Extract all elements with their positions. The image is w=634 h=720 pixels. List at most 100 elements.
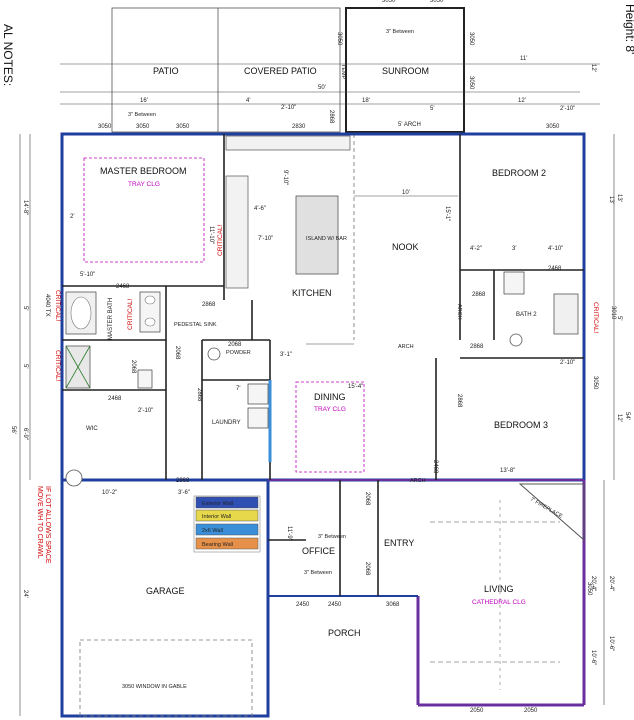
window-bed3-side: 3050 — [592, 376, 598, 390]
dim-2-10-wic: 2'-10" — [138, 408, 153, 414]
door-2868-bed3: 2868 — [456, 394, 462, 408]
arch-living: ARCH — [410, 478, 426, 484]
dim-2-10-top: 2'-10" — [281, 105, 296, 111]
window-master-1: 3050 — [98, 124, 112, 130]
door-2868-laundry: 2868 — [196, 388, 202, 402]
door-3068: 3068 — [386, 602, 400, 608]
door-2468-wic: 2468 — [108, 396, 122, 402]
bedroom-3: BEDROOM 3 13'-8" 2868 2468 ARCH — [410, 394, 548, 484]
legend-label-bearing: Bearing Wall — [202, 542, 233, 548]
window-master-3: 3050 — [176, 124, 190, 130]
arch-nook: ARCH — [456, 304, 462, 320]
dim-15-4: 15'-4" — [348, 384, 363, 390]
dim-12-top: 12' — [518, 98, 526, 104]
critical-bath2: CRITICAL! — [592, 302, 599, 334]
nook-label: NOOK — [392, 242, 419, 252]
door-2068-entry: 2068 — [364, 562, 370, 576]
dim-4-2: 4'-2" — [470, 246, 482, 252]
bath2-label: BATH 2 — [516, 312, 537, 318]
living-ceiling: CATHEDRAL CLG — [472, 599, 526, 606]
dim-18: 18' — [362, 98, 370, 104]
legend: Exterior Wall Interior Wall 2x6 Wall Bea… — [193, 495, 261, 553]
sunroom-between-note: 3" Between — [386, 29, 414, 35]
legend-swatch-exterior — [195, 496, 259, 509]
legend-label-2x6: 2x6 Wall — [202, 528, 223, 534]
door-2868-powder: 2868 — [202, 302, 216, 308]
dim-13-bed2: 13' — [608, 196, 614, 204]
dim-9-10: 9'-10" — [282, 170, 288, 185]
legend-label-interior: Interior Wall — [202, 514, 231, 520]
legend-swatch-bearing — [195, 537, 259, 550]
dim-12-right: 12' — [616, 414, 622, 422]
master-bedroom-label: MASTER BEDROOM — [100, 166, 187, 176]
dim-11-sunroom: 11' — [520, 56, 527, 62]
critical-bath: CRITICAL! — [54, 290, 61, 322]
office-between-bottom: 3" Between — [304, 570, 332, 576]
powder-label: POWDER — [226, 350, 251, 356]
window-2050-1: 2050 — [470, 708, 484, 714]
entry-label: ENTRY — [384, 538, 414, 548]
dim-5-right: 5' — [616, 316, 622, 320]
sunroom-window-top-2: 3050 — [430, 0, 444, 4]
door-2068-hall: 2068 — [174, 346, 180, 360]
dim-13-8: 13'-8" — [500, 468, 515, 474]
dim-6-9: 6'-9" — [22, 428, 28, 440]
door-2468-bed3: 2468 — [432, 460, 438, 474]
dining-ceiling: TRAY CLG — [314, 406, 346, 413]
living: 7' FIREPLACE LIVING CATHEDRAL CLG 2050 2… — [430, 483, 592, 714]
window-2050-2: 2050 — [524, 708, 538, 714]
door-2068-powder: 2068 — [228, 342, 242, 348]
powder-sink-icon — [207, 347, 221, 361]
notes-label: AL NOTES: — [1, 24, 15, 86]
door-2068-mbath: 2068 — [130, 360, 136, 374]
dim-15-1: 15'-1" — [444, 206, 450, 221]
dim-16: 16' — [140, 98, 148, 104]
side-dimension-lines: 56' 14'-8" 5' 5' 6'-9" 24' 54' 13' 5' 12… — [10, 134, 630, 716]
window-2450-1: 2450 — [296, 602, 310, 608]
dim-5-left-2: 5' — [22, 364, 28, 368]
porch-label: PORCH — [328, 628, 361, 638]
dim-5-left: 5' — [22, 306, 28, 310]
dim-2-left: 2' — [70, 214, 74, 220]
door-2468-master: 2468 — [116, 284, 130, 290]
height-label: Height: 8' — [623, 4, 634, 54]
dim-10-2: 10'-2" — [102, 490, 117, 496]
bath2-toilet-icon — [503, 271, 525, 295]
door-2068-office: 2068 — [364, 492, 370, 506]
laundry: LAUNDRY 7' 2868 2868 — [176, 380, 272, 484]
sunroom-window-left: 3050 — [336, 32, 342, 46]
dim-10: 10' — [402, 190, 410, 196]
master-bedroom-ceiling: TRAY CLG — [128, 181, 160, 188]
dim-4-top: 4' — [246, 98, 250, 104]
window-living-side: 3050 — [586, 582, 592, 596]
dim-12-right-top: 12' — [590, 64, 596, 72]
dim-24: 24' — [22, 590, 28, 598]
dryer-icon — [247, 407, 269, 429]
sunroom-window-right-2: 3050 — [468, 76, 474, 90]
dim-3-6: 3'-6" — [178, 490, 190, 496]
dim-7-laundry: 7' — [236, 386, 240, 392]
sunroom-label: SUNROOM — [382, 66, 429, 76]
window-kitchen: 2830 — [292, 124, 306, 130]
window-2450-2: 2450 — [328, 602, 342, 608]
bedroom3-label: BEDROOM 3 — [494, 420, 548, 430]
bath2-sink-icon — [509, 333, 523, 347]
move-wh-note-1: MOVE WH TO CRAWL — [36, 486, 43, 559]
critical-shower: CRITICAL! — [54, 350, 61, 382]
garage: GARAGE 3050 WINDOW IN GABLE 10'-2" 3'-6"… — [36, 469, 253, 717]
dim-2-10-right: 2'-10" — [560, 106, 575, 112]
office-entry-porch: OFFICE 3" Between 3" Between ENTRY PORCH… — [286, 492, 414, 638]
legend-swatch-2x6 — [195, 523, 259, 536]
dim-11-9: 11'-9" — [286, 526, 292, 541]
dim-54: 54' — [624, 412, 630, 420]
legend-label-exterior: Exterior Wall — [202, 501, 233, 507]
tub-size: 4040 TX — [44, 294, 50, 317]
dining: DINING TRAY CLG 15'-4" ARCH — [295, 343, 414, 473]
laundry-label: LAUNDRY — [212, 420, 241, 426]
dim-4-10: 4'-10" — [548, 246, 563, 252]
dining-label: DINING — [314, 392, 346, 402]
garage-window-note: 3050 WINDOW IN GABLE — [122, 684, 187, 690]
dim-56: 56' — [10, 426, 16, 434]
move-wh-note-2: IF LOT ALLOWS SPACE — [44, 486, 51, 564]
critical-master: CRITICAL! — [217, 224, 224, 256]
